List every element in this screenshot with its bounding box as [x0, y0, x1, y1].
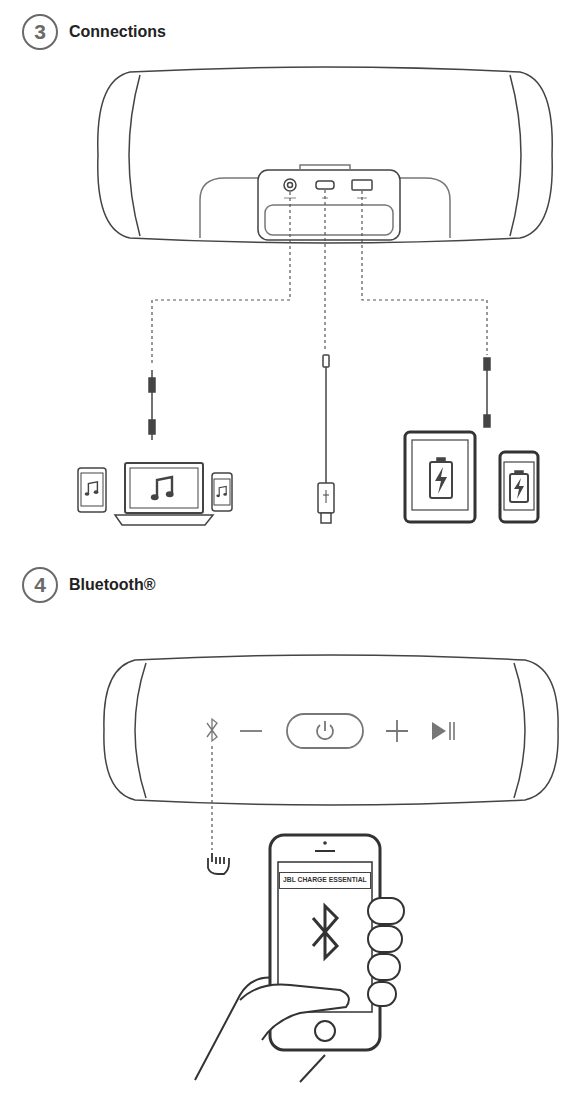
usb-charging-cable-part [321, 513, 331, 523]
hand-and-phone-part [240, 985, 349, 1040]
step-badge: 4Bluetooth® [22, 567, 58, 603]
charged-devices-part [437, 458, 445, 462]
music-devices-part [216, 486, 227, 497]
music-devices-part [212, 473, 232, 511]
connection-leader-lines-part [362, 191, 487, 355]
speaker-front-view-part [514, 663, 525, 798]
connection-leader-lines [152, 190, 487, 365]
charged-devices-part [514, 478, 524, 499]
hand-and-phone-part [368, 926, 402, 952]
speaker-top-view-part [510, 75, 521, 236]
speaker-top-view-part [265, 205, 393, 235]
music-devices-part [151, 477, 174, 500]
charge-out-cable-part [484, 358, 490, 370]
hand-and-phone-part [300, 1055, 325, 1082]
hand-and-phone-part [368, 898, 404, 924]
connection-leader-lines-part [152, 192, 290, 365]
music-devices-part [214, 479, 230, 505]
speaker-front-view-part [386, 720, 408, 742]
music-devices-part [85, 482, 99, 496]
step-number: 4 [24, 569, 56, 601]
device-name-box: JBL CHARGE ESSENTIAL [279, 872, 371, 889]
charged-devices-part [500, 452, 538, 522]
speaker-front-view-part [104, 655, 558, 805]
charge-out-cable-part [484, 415, 490, 427]
aux-cable [149, 370, 155, 440]
speaker-front-view-part [135, 663, 146, 798]
hand-and-phone-part [315, 850, 335, 852]
step-number: 3 [24, 16, 56, 48]
charged-devices [405, 432, 538, 522]
press-leader-line [208, 746, 229, 874]
charged-devices-part [515, 471, 523, 474]
aux-cable-part [149, 420, 155, 434]
charge-out-cable [484, 358, 490, 427]
section-heading: Bluetooth® [69, 576, 155, 594]
speaker-front-view [104, 655, 558, 805]
charged-devices-part [412, 440, 468, 510]
speaker-front-view-part [287, 714, 363, 748]
charged-devices-part [430, 462, 452, 498]
music-devices-part [115, 515, 213, 525]
hand-and-phone-part [313, 906, 337, 958]
speaker-top-view-part [129, 75, 140, 236]
hand-and-phone-part [368, 982, 396, 1006]
speaker-top-view-part [300, 165, 350, 170]
speaker-top-view-part [288, 183, 293, 188]
speaker-top-view-part [258, 170, 400, 240]
charged-devices-part [510, 474, 528, 502]
music-devices-part [130, 468, 198, 508]
charge-out-cable-part [486, 370, 488, 415]
section-heading: Connections [69, 23, 166, 41]
usb-charging-cable-part [318, 483, 334, 513]
aux-cable-part [149, 378, 155, 392]
speaker-top-view-part [284, 179, 296, 191]
charged-devices-part [504, 462, 534, 510]
speaker-front-view-part [432, 722, 446, 740]
usb-charging-cable [318, 355, 334, 523]
usb-charging-cable-part [325, 367, 327, 483]
usb-charging-cable-part [323, 355, 329, 367]
music-devices-part [78, 468, 106, 512]
hand-and-phone [195, 835, 404, 1082]
press-leader-line-part [208, 853, 229, 874]
step-badge: 3Connections [22, 14, 58, 50]
speaker-top-view-part [352, 180, 372, 190]
press-leader-line-part [211, 746, 212, 850]
charged-devices-part [435, 467, 447, 494]
hand-and-phone-part [323, 841, 327, 845]
hand-and-phone-part [315, 1021, 335, 1041]
music-devices-part [125, 463, 203, 513]
music-devices [78, 463, 232, 525]
hand-and-phone-part [368, 954, 400, 980]
speaker-front-view-part [450, 722, 454, 740]
speaker-top-view-part [316, 181, 334, 189]
speaker-front-view-part [324, 721, 326, 731]
speaker-front-view-part [240, 730, 262, 732]
music-devices-part [81, 473, 103, 506]
usb-charging-cable-part [323, 490, 329, 503]
device-name: JBL CHARGE ESSENTIAL [283, 877, 367, 884]
connection-leader-lines-part [324, 190, 325, 350]
charged-devices-part [405, 432, 475, 522]
speaker-front-view-part [207, 719, 217, 741]
